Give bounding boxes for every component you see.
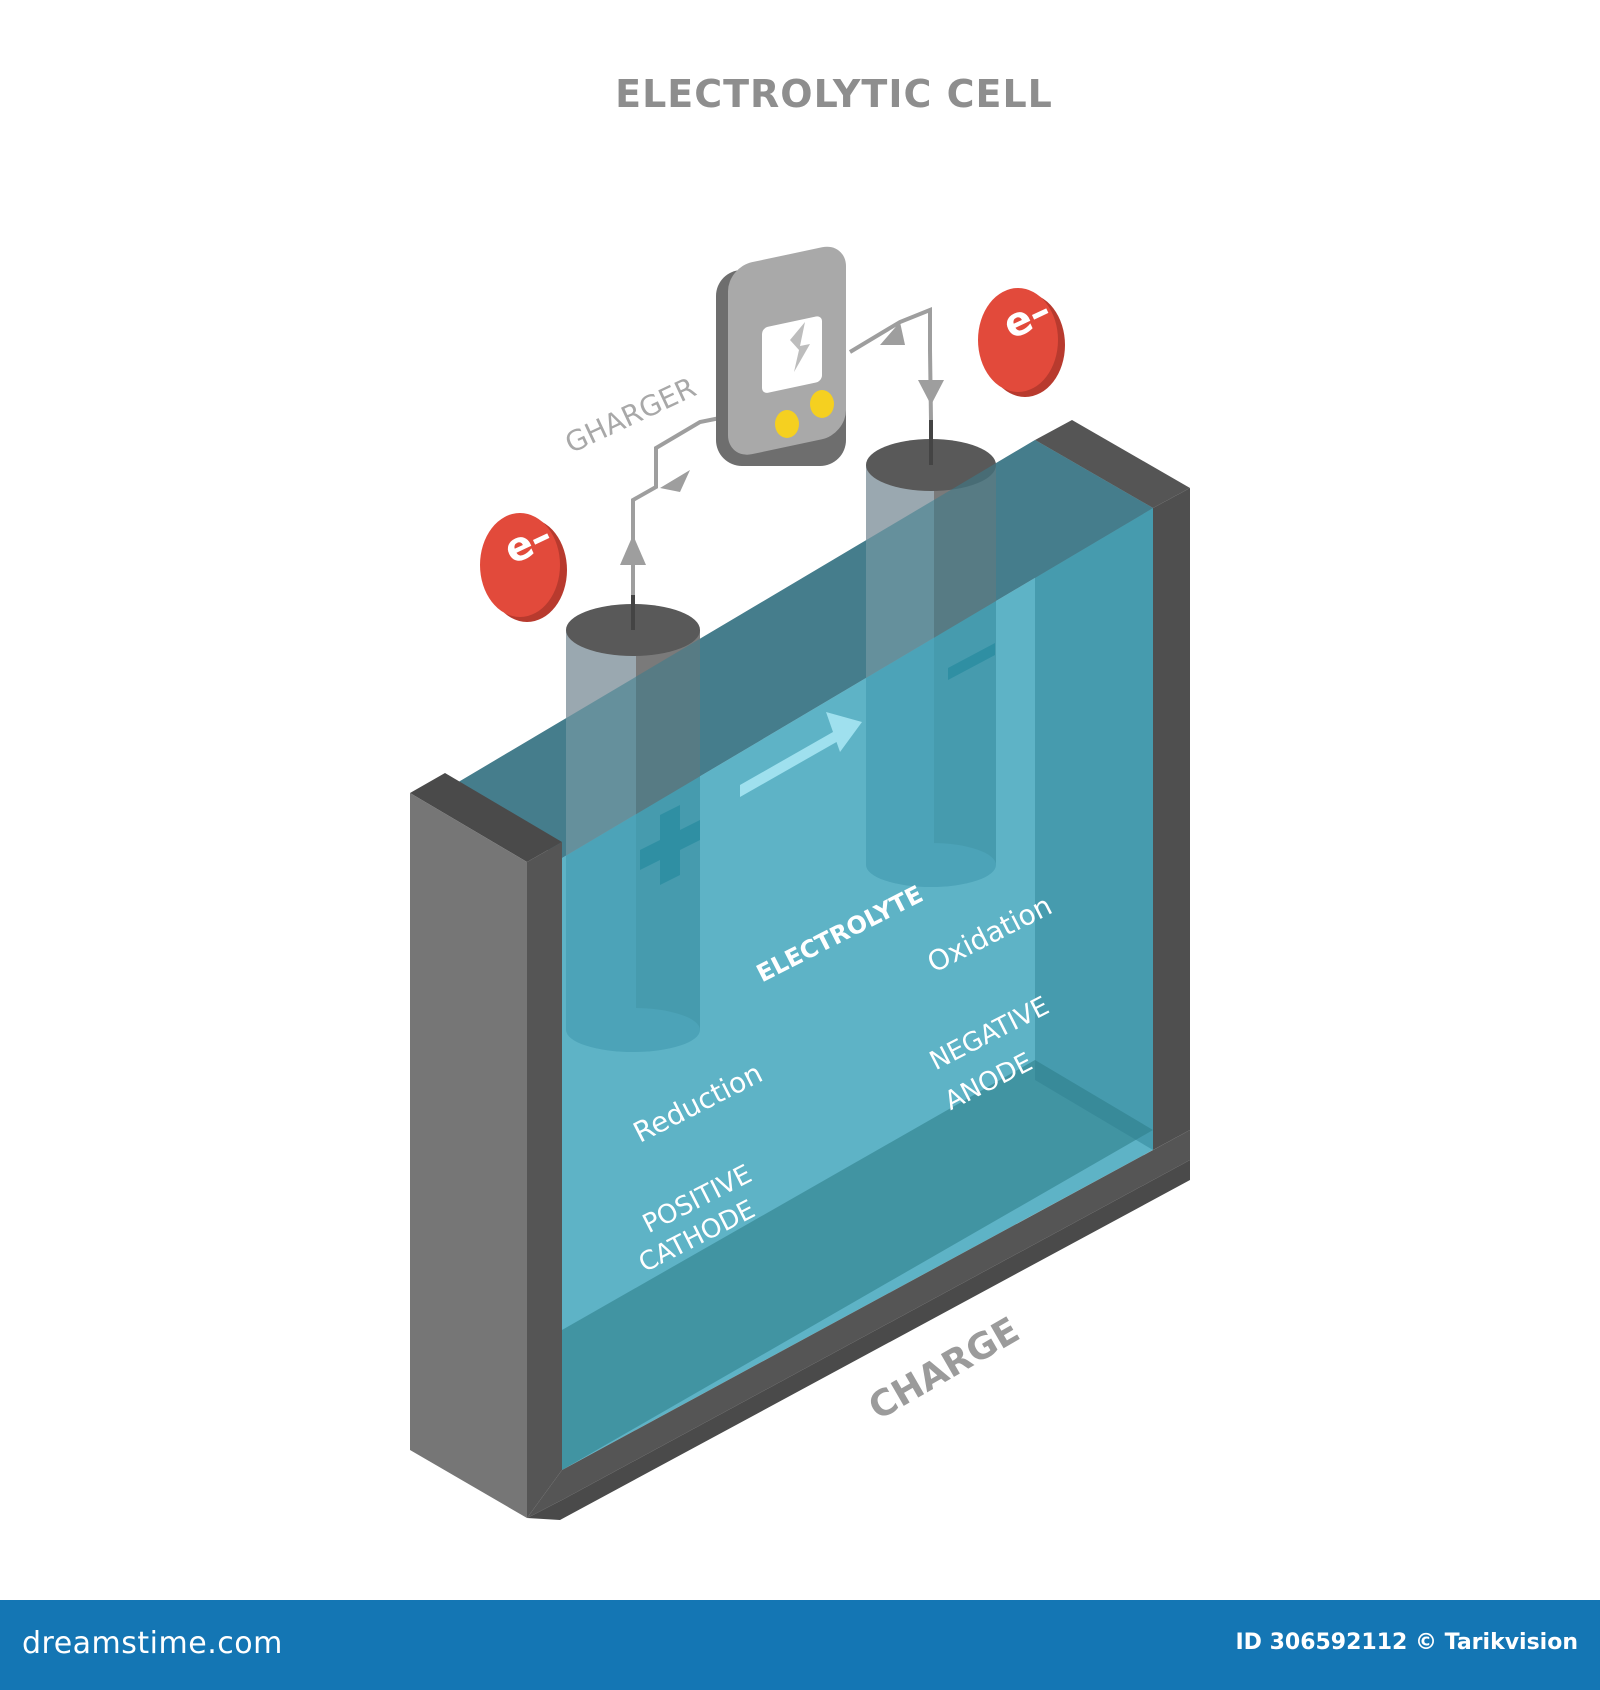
charger-device: [716, 246, 846, 466]
wire-arrows: [620, 322, 944, 565]
minus-sign-icon: [948, 643, 995, 680]
container-front-wall: [410, 773, 1190, 1520]
circuit-wire: [631, 307, 933, 595]
ion-flow-arrow: [740, 712, 862, 797]
diagram-canvas: [410, 246, 1190, 1520]
charger-port-2: [810, 390, 834, 418]
electron-badge-left: [480, 513, 567, 622]
electrolytic-cell-diagram: e– e– GHARGER ELECTROLYTE Oxidation NEGA…: [410, 246, 1190, 1520]
footer-image-id: ID 306592112 © Tarikvision: [1235, 1630, 1578, 1655]
lightning-icon: [790, 322, 810, 372]
electrolyte-liquid: [562, 508, 1153, 1470]
diagram-title: ELECTROLYTIC CELL: [615, 72, 1053, 116]
footer-bar: dreamstime.com ID 306592112 © Tarikvisio…: [0, 1600, 1600, 1690]
electron-badge-right: [978, 288, 1065, 397]
plus-sign-icon: [640, 805, 700, 885]
charger-port-1: [775, 410, 799, 438]
footer-brand[interactable]: dreamstime.com: [22, 1626, 283, 1661]
electrolyte-floor: [562, 1060, 1153, 1470]
electrolyte-surface: [445, 440, 1153, 858]
